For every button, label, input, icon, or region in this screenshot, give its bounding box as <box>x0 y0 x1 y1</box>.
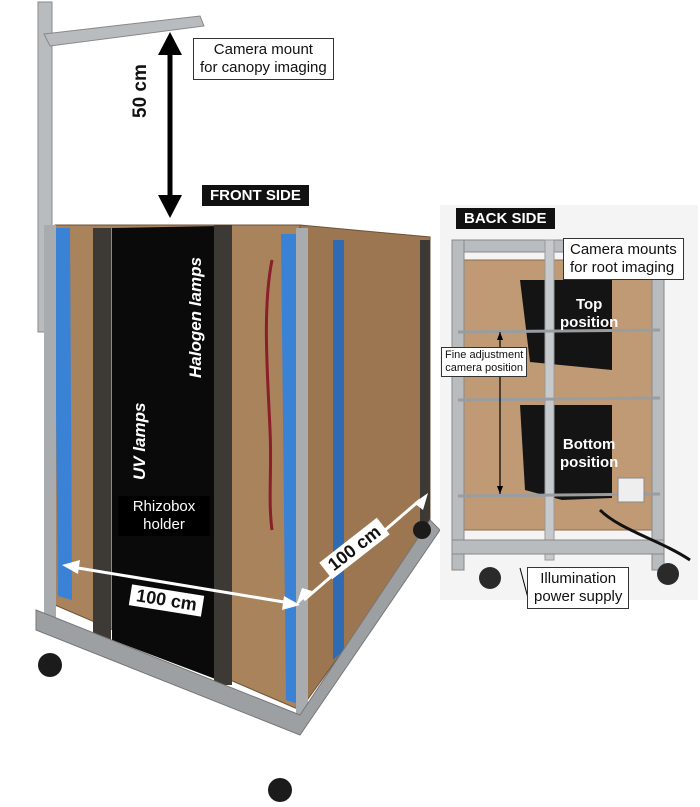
wheel <box>657 563 679 585</box>
back-frame-bottom <box>451 539 665 555</box>
distance-50cm-label: 50 cm <box>130 64 151 118</box>
back-frame-left <box>451 239 465 571</box>
camera-canopy-line2: for canopy imaging <box>200 59 327 76</box>
arrow-head <box>282 596 300 610</box>
halogen-lamps-label: Halogen lamps <box>186 257 205 378</box>
front-side-tag: FRONT SIDE <box>202 185 309 206</box>
camera-arm <box>43 15 205 47</box>
camera-canopy-line1: Camera mount <box>213 41 313 58</box>
arrow-head <box>497 486 503 494</box>
arrow-head <box>414 493 428 510</box>
front-upright <box>296 228 308 718</box>
adjust-rail <box>457 396 661 402</box>
front-upright <box>44 225 56 620</box>
top-line1: Top <box>575 296 603 313</box>
adjust-rail <box>457 328 661 334</box>
illum-line1: Illumination <box>540 570 617 587</box>
top-line2: position <box>560 314 619 331</box>
fine-adjustment-label: Fine adjustment camera position <box>441 347 528 377</box>
rhizobox-line2: holder <box>143 516 185 533</box>
wheel <box>268 778 292 802</box>
back-frame-right <box>651 239 665 571</box>
rail <box>420 240 430 530</box>
arrow-100cm-front <box>71 565 291 605</box>
arrow-head <box>158 32 182 55</box>
top-position-label: Top position <box>560 296 618 332</box>
illumination-label: Illumination power supply <box>527 567 630 609</box>
bottom-pocket <box>520 405 612 500</box>
arrow-head <box>296 588 312 606</box>
bottom-line2: position <box>560 454 619 471</box>
arrow-head <box>158 195 182 218</box>
rail <box>93 228 111 648</box>
wheel <box>413 521 431 539</box>
bottom-position-label: Bottom position <box>560 436 618 472</box>
power-cable <box>598 508 691 562</box>
top-pocket <box>520 280 612 370</box>
back-side-tag: BACK SIDE <box>456 208 555 229</box>
illum-line2: power supply <box>534 588 623 605</box>
arrow-head <box>62 560 80 574</box>
illum-pointer <box>519 567 529 599</box>
camera-root-line2: for root imaging <box>570 259 675 276</box>
rhizobox-holder-label: Rhizobox holder <box>118 496 210 536</box>
wheel <box>479 567 501 589</box>
cable <box>264 259 274 531</box>
rail <box>214 225 232 685</box>
wheel <box>38 653 62 677</box>
blue-strip <box>333 240 344 660</box>
blue-strip <box>54 228 72 600</box>
rhizobox-line1: Rhizobox <box>132 498 196 515</box>
rhizobox-panel <box>112 226 218 680</box>
power-box <box>617 477 645 503</box>
uv-lamps-label: UV lamps <box>130 402 149 480</box>
bottom-line1: Bottom <box>562 436 616 453</box>
camera-canopy-label: Camera mount for canopy imaging <box>193 38 334 80</box>
fine-line2: camera position <box>445 362 523 374</box>
fine-line1: Fine adjustment <box>445 349 524 361</box>
camera-root-label: Camera mounts for root imaging <box>563 238 684 280</box>
camera-root-line1: Camera mounts <box>570 241 677 258</box>
arrow-head <box>497 332 503 340</box>
